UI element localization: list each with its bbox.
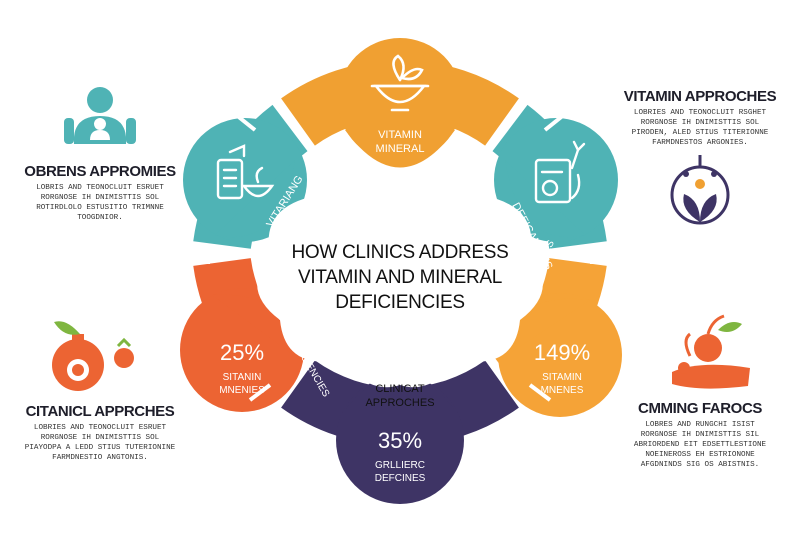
jar-bowl-icon: [216, 144, 275, 200]
right-top-panel: VITAMIN APPROCHES LOBRIES AND TEONOCLUIT…: [615, 88, 785, 148]
center-title-line2: VITAMIN AND MINERAL: [298, 267, 502, 288]
right-top-body: LOBRIES AND TEONOCLUIT RSGHET RORGNOSE I…: [631, 109, 769, 147]
center-title-line1: HOW CLINICS ADDRESS: [291, 242, 508, 263]
petal-bottom-line2: APPROCHES: [365, 397, 434, 409]
petal-top-line1: VITAMIN: [378, 129, 422, 141]
right-bottom-panel: CMMING FAROCS LOBRES AND RUNGCHI ISIST R…: [615, 400, 785, 470]
clipboard-plant-icon: [534, 140, 586, 204]
people-group-icon: [64, 87, 136, 144]
petal-top: [338, 38, 462, 168]
petal-left-sub2: MNENIES: [219, 385, 265, 396]
petal-left: [180, 288, 304, 412]
left-top-body: LOBRIS AND TEONOCLUIT ESRUET RORGNOSE IH…: [36, 184, 164, 222]
petal-left-value: 25%: [220, 340, 264, 365]
left-bottom-body: LOBRIES AND TEONOCLUIT ESRUET RORGNOSE I…: [24, 424, 176, 462]
bowl-leaf-icon: [370, 54, 430, 112]
food-bowl-icon: [672, 314, 750, 389]
petal-bottom-sub2: DEFCINES: [375, 473, 426, 484]
center-shape: [257, 175, 543, 388]
petal-bottom-value: 35%: [378, 428, 422, 453]
left-bottom-title: CITANICL APPRCHES: [25, 403, 175, 420]
petal-bottom-line1: CLINICAT: [375, 383, 425, 395]
right-top-title: VITAMIN APPROCHES: [623, 88, 777, 105]
left-top-panel: OBRENS APPROMIES LOBRIS AND TEONOCLUIT E…: [20, 163, 180, 223]
petal-bottom-sub1: GRLLIERC: [375, 460, 425, 471]
petal-top-line2: MINERAL: [376, 143, 425, 155]
mineral-leaf-icon: [670, 155, 730, 225]
petal-top-left: [183, 118, 307, 242]
right-bottom-body: LOBRES AND RUNGCHI ISIST RORGNOSE IH DNI…: [633, 421, 767, 469]
left-top-title: OBRENS APPROMIES: [24, 163, 176, 180]
petal-top-right: [494, 118, 618, 242]
fruit-icon: [52, 321, 134, 391]
petal-right-sub1: SITAMIN: [542, 372, 582, 383]
ring-separators: [188, 108, 612, 402]
petal-left-sub1: SITANIN: [223, 372, 262, 383]
right-bottom-title: CMMING FAROCS: [638, 400, 762, 417]
petal-right-sub2: MNENES: [541, 385, 584, 396]
petal-right-value: 149%: [534, 340, 590, 365]
center-title-line3: DEFICIENCIES: [335, 292, 464, 313]
left-bottom-panel: CITANICL APPRCHES LOBRIES AND TEONOCLUIT…: [10, 403, 190, 463]
